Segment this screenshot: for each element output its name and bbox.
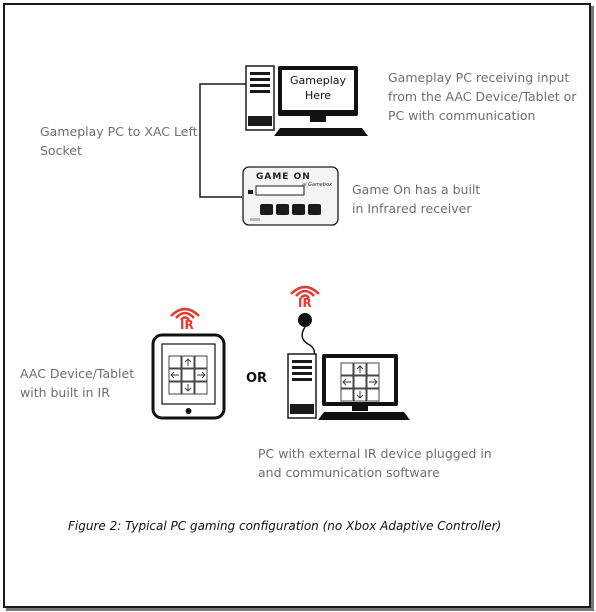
tablet-icon <box>151 333 226 420</box>
ir-badge-pc: IR <box>298 296 312 310</box>
ir-sensor-icon <box>298 313 316 357</box>
wireless-signal-icon <box>170 307 200 321</box>
game-on-label: Game On has a built in Infrared receiver <box>352 182 481 216</box>
to-xac-label: Gameplay PC to XAC Left Socket <box>40 124 198 158</box>
aac-device-label: AAC Device/Tablet with built in IR <box>20 366 135 400</box>
gameplay-pc-icon <box>245 65 368 136</box>
game-on-subtitle: ai Gamebox <box>302 182 333 188</box>
external-ir-pc-icon <box>287 353 410 420</box>
game-on-title: GAME ON <box>256 172 311 182</box>
pc-external-ir-label: PC with external IR device plugged in an… <box>258 446 492 480</box>
game-on-receiver-icon <box>242 166 339 226</box>
ir-badge-tablet: IR <box>180 318 194 332</box>
screen-text: Gameplay Here <box>289 74 347 102</box>
gameplay-pc-label: Gameplay PC receiving input from the AAC… <box>388 70 577 123</box>
figure-caption: Figure 2: Typical PC gaming configuratio… <box>68 519 502 533</box>
or-label: OR <box>246 371 268 386</box>
wireless-signal-icon-2 <box>290 285 320 299</box>
